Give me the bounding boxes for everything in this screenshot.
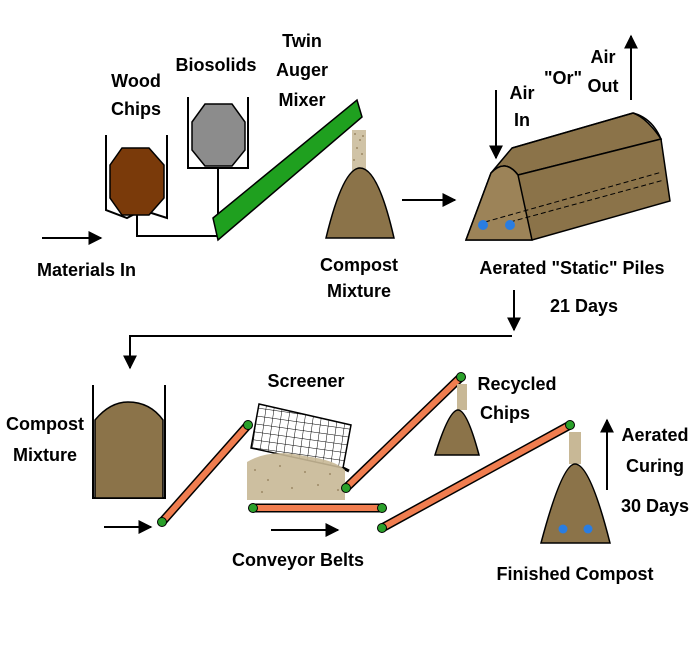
svg-text:Mixture: Mixture	[327, 281, 391, 301]
recycled-chips-pile	[433, 409, 480, 456]
label-21-days: 21 Days	[550, 296, 618, 316]
svg-text:Out: Out	[588, 76, 619, 96]
compost-mixture-pile-top	[325, 167, 395, 239]
label-compost-mixture-left: Compost Mixture	[6, 414, 84, 465]
conveyor-belt-2	[248, 503, 387, 513]
wood-chips-feed-line	[136, 215, 222, 237]
label-air-out: Air Out	[588, 47, 619, 96]
svg-text:Recycled: Recycled	[477, 374, 556, 394]
conveyor-belt-3	[341, 372, 466, 493]
svg-text:Twin: Twin	[282, 31, 322, 51]
label-twin-auger-mixer: Twin Auger Mixer	[276, 31, 328, 110]
air-hole-icon	[505, 220, 515, 230]
label-aerated-curing: Aerated Curing	[621, 425, 688, 476]
svg-text:Aerated: Aerated	[621, 425, 688, 445]
svg-text:Curing: Curing	[626, 456, 684, 476]
air-hole-icon	[478, 220, 488, 230]
svg-text:Air: Air	[590, 47, 615, 67]
conveyor-belt-4	[377, 420, 575, 533]
compost-mixture-hopper-fill	[94, 401, 164, 499]
label-or: "Or"	[544, 68, 582, 88]
svg-text:Chips: Chips	[111, 99, 161, 119]
label-air-in: Air In	[509, 83, 534, 130]
label-biosolids: Biosolids	[175, 55, 256, 75]
aerated-static-pile	[464, 112, 671, 241]
wood-chips-hopper	[105, 135, 168, 220]
label-wood-chips: Wood Chips	[111, 71, 161, 119]
svg-text:Mixture: Mixture	[13, 445, 77, 465]
label-30-days: 30 Days	[621, 496, 689, 516]
svg-text:Compost: Compost	[6, 414, 84, 434]
twin-auger-mixer	[212, 98, 363, 242]
biosolids-hopper	[187, 97, 249, 169]
air-hole-icon	[558, 524, 568, 534]
svg-text:Compost: Compost	[320, 255, 398, 275]
svg-text:Wood: Wood	[111, 71, 161, 91]
label-materials-in: Materials In	[37, 260, 136, 280]
label-conveyor-belts: Conveyor Belts	[232, 550, 364, 570]
biosolids-fill	[191, 103, 246, 167]
label-compost-mixture-top: Compost Mixture	[320, 255, 398, 301]
svg-text:In: In	[514, 110, 530, 130]
label-finished-compost: Finished Compost	[497, 564, 654, 584]
label-static-piles: Aerated "Static" Piles	[479, 258, 664, 278]
finished-compost-pile	[540, 463, 611, 544]
svg-text:Mixer: Mixer	[278, 90, 325, 110]
svg-text:Air: Air	[509, 83, 534, 103]
label-screener: Screener	[267, 371, 344, 391]
screened-material	[247, 453, 345, 500]
svg-text:Auger: Auger	[276, 60, 328, 80]
return-connector-line	[123, 335, 512, 370]
compost-mixture-hopper	[92, 385, 166, 499]
wood-chips-fill	[109, 147, 165, 216]
svg-text:Chips: Chips	[480, 403, 530, 423]
label-recycled-chips: Recycled Chips	[477, 374, 556, 423]
air-hole-icon	[583, 524, 593, 534]
conveyor-belt-1	[157, 420, 253, 527]
